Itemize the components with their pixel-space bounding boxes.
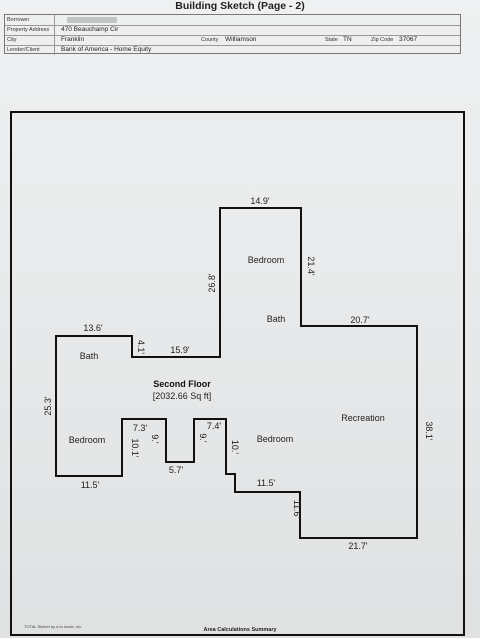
- dim-38-1: 38.1': [424, 421, 434, 441]
- borrower-label: Borrower: [5, 15, 55, 25]
- dim-10-right: 10.': [230, 440, 240, 455]
- floor-area: [2032.66 Sq ft]: [153, 391, 212, 401]
- dim-14-9: 14.9': [250, 196, 270, 206]
- dim-9-right: 9.': [198, 433, 208, 443]
- room-bedroom-left: Bedroom: [69, 435, 106, 445]
- dim-21-4: 21.4': [306, 256, 316, 276]
- room-recreation: Recreation: [341, 413, 385, 423]
- sketch-frame: [10, 111, 465, 636]
- zip-label: Zip Code: [371, 37, 394, 43]
- dim-11-5-mid: 11.5': [257, 478, 276, 488]
- lender-label: Lender/Client: [5, 45, 55, 55]
- dim-11-5-left: 11.5': [81, 480, 100, 490]
- lender-row: Lender/Client Bank of America - Home Equ…: [5, 45, 460, 55]
- dim-7-4: 7.4': [207, 421, 222, 431]
- city-row: City Franklin County Williamson State TN…: [5, 35, 460, 46]
- software-credit: TOTAL Sketch by a la mode, inc.: [24, 624, 83, 629]
- dim-5-7: 5.7': [169, 465, 184, 475]
- borrower-row: Borrower: [5, 15, 460, 26]
- dim-9-left: 9.': [150, 434, 160, 444]
- room-bedroom-top: Bedroom: [248, 255, 285, 265]
- room-bedroom-mid: Bedroom: [257, 434, 294, 444]
- floor-outline: [55, 207, 418, 539]
- county-value: Williamson: [225, 36, 257, 43]
- zip-value: 37067: [399, 36, 418, 43]
- page-title: Building Sketch (Page - 2): [175, 0, 305, 12]
- dim-11-6: 11.6': [292, 500, 302, 519]
- area-calculations-summary: Area Calculations Summary: [203, 627, 277, 633]
- dim-25-3: 25.3': [43, 396, 53, 416]
- redacted-borrower-name: [67, 17, 117, 23]
- property-info-table: Borrower Property Address 470 Beauchamp …: [4, 14, 461, 55]
- dim-15-9: 15.9': [170, 345, 190, 355]
- dim-13-6: 13.6': [83, 323, 103, 333]
- city-label: City: [5, 35, 55, 45]
- lender-value: Bank of America - Home Equity: [61, 46, 152, 53]
- room-bath-top: Bath: [267, 314, 286, 324]
- state-label: State: [325, 37, 338, 43]
- dim-10-1: 10.1': [130, 438, 140, 458]
- city-value: Franklin: [61, 36, 85, 43]
- dim-20-7: 20.7': [350, 315, 370, 325]
- dim-26-8: 26.8': [207, 273, 217, 293]
- address-row: Property Address 470 Beauchamp Cir: [5, 25, 460, 36]
- floor-title: Second Floor: [153, 379, 211, 389]
- address-value: 470 Beauchamp Cir: [61, 26, 119, 33]
- state-value: TN: [343, 36, 352, 43]
- address-label: Property Address: [5, 25, 55, 35]
- dim-7-3: 7.3': [133, 423, 148, 433]
- room-bath-left: Bath: [80, 351, 99, 361]
- county-label: County: [201, 37, 219, 43]
- dim-21-7: 21.7': [348, 541, 368, 551]
- dim-4-1: 4.1': [136, 340, 146, 355]
